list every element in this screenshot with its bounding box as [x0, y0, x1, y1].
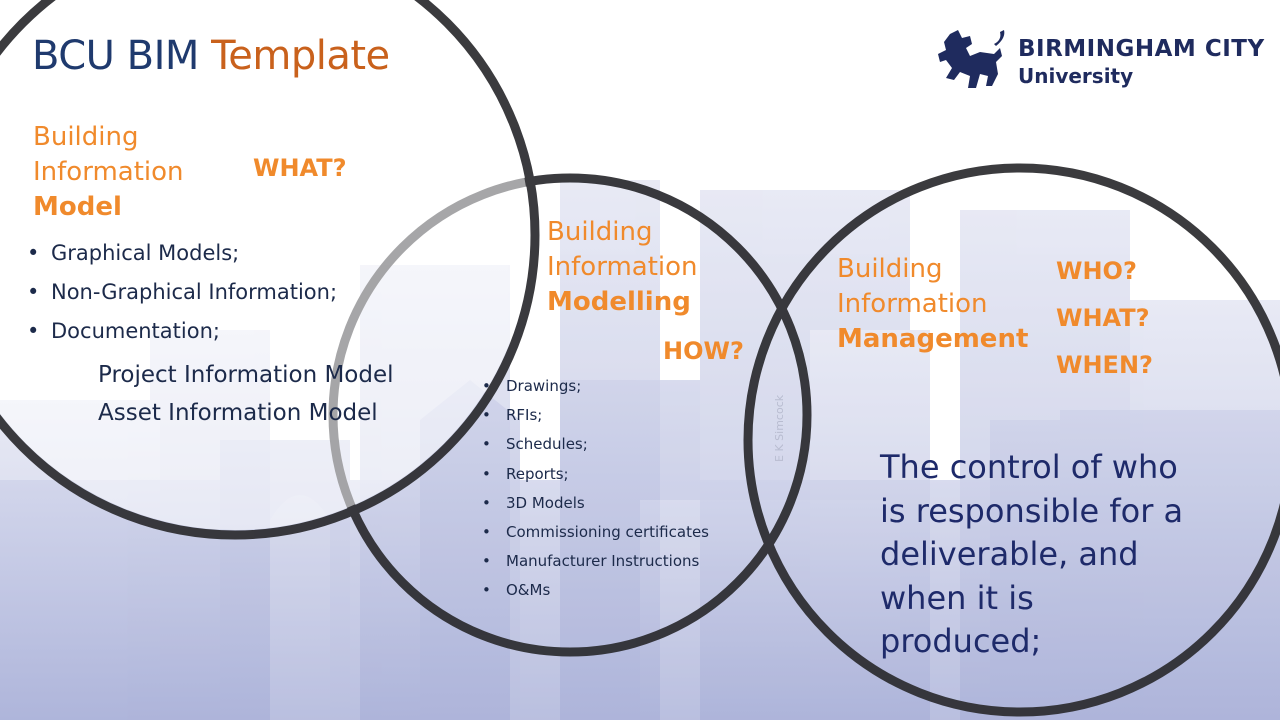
- list-item: O&Ms: [482, 581, 709, 610]
- lion-crest-icon: [938, 30, 1005, 88]
- author-credit: E K Simcock: [773, 394, 786, 462]
- logo-line2: University: [1018, 64, 1134, 88]
- list-item: Project Information Model: [98, 362, 394, 388]
- university-logo: BIRMINGHAM CITY University: [936, 28, 1264, 94]
- model-bullet-list: Graphical Models; Non-Graphical Informat…: [27, 241, 337, 358]
- list-item: Documentation;: [27, 319, 337, 358]
- question-when: WHEN?: [1056, 351, 1153, 379]
- list-item: 3D Models: [482, 494, 709, 523]
- list-item: Manufacturer Instructions: [482, 552, 709, 581]
- list-item: Schedules;: [482, 435, 709, 464]
- modelling-question: HOW?: [663, 337, 744, 365]
- list-item: Drawings;: [482, 377, 709, 406]
- question-who: WHO?: [1056, 257, 1137, 285]
- modelling-bullet-list: Drawings; RFIs; Schedules; Reports; 3D M…: [482, 377, 709, 611]
- list-item: Non-Graphical Information;: [27, 280, 337, 319]
- page-title: BCU BIM Template: [32, 33, 390, 79]
- modelling-heading: Building Information Modelling: [547, 217, 698, 317]
- list-item: RFIs;: [482, 406, 709, 435]
- list-item: Reports;: [482, 465, 709, 494]
- list-item: Commissioning certificates: [482, 523, 709, 552]
- model-sub-items: Project Information Model Asset Informat…: [98, 356, 394, 432]
- model-question: WHAT?: [253, 154, 347, 182]
- question-what: WHAT?: [1056, 304, 1150, 332]
- logo-line1: BIRMINGHAM CITY: [1018, 36, 1265, 62]
- list-item: Graphical Models;: [27, 241, 337, 280]
- model-heading: Building Information Model: [33, 122, 184, 222]
- list-item: Asset Information Model: [98, 400, 378, 426]
- management-heading: Building Information Management: [837, 254, 1029, 354]
- management-statement: The control of who is responsible for a …: [880, 448, 1184, 660]
- management-questions: WHO? WHAT? WHEN?: [1056, 248, 1153, 389]
